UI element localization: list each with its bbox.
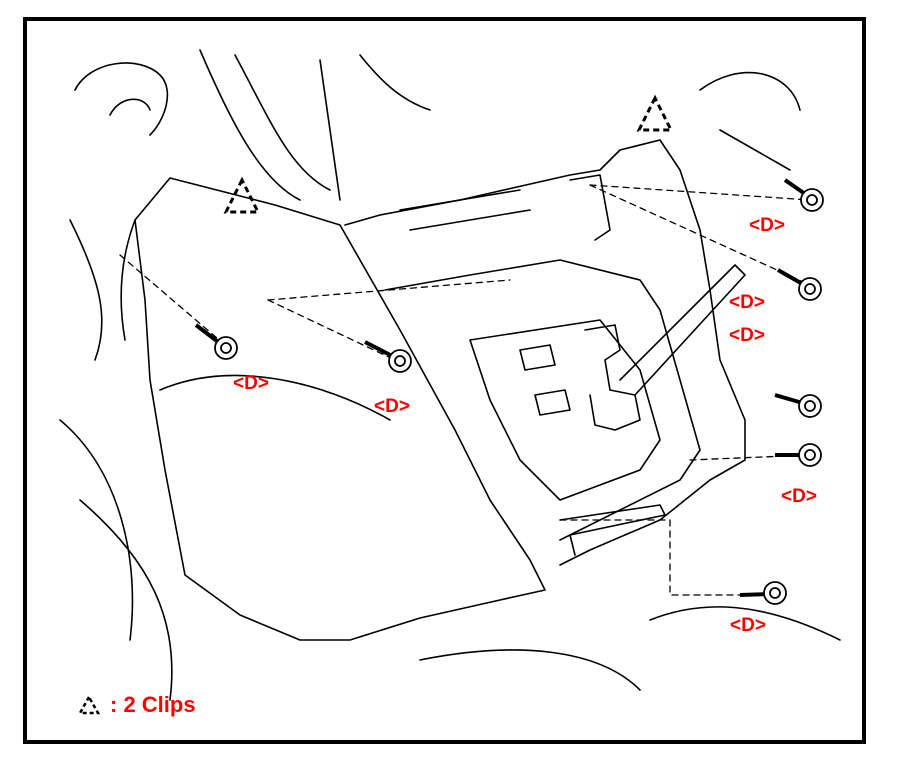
bolt-icon — [783, 178, 824, 212]
rear-bracket — [559, 504, 666, 556]
bg-curve-6 — [359, 54, 431, 111]
bolt-label-d: <D> — [729, 292, 765, 313]
leader-2 — [267, 299, 396, 361]
console-inner — [384, 259, 701, 541]
bolt-label-d: <D> — [374, 396, 410, 417]
shift-lever — [619, 264, 746, 396]
bg-curve-2 — [109, 98, 151, 116]
bg-curve-13 — [79, 499, 173, 701]
tray — [469, 319, 661, 501]
bolt-icon — [194, 323, 238, 360]
leader-7 — [559, 519, 771, 596]
legend-text: : 2 Clips — [110, 692, 196, 717]
leader-5 — [589, 184, 811, 201]
bg-curve-1 — [74, 62, 169, 136]
bg-curve-12 — [419, 649, 641, 691]
leader-1 — [119, 254, 226, 346]
leader-4 — [589, 184, 811, 286]
bolt-icon — [774, 393, 822, 418]
side-panel — [134, 177, 546, 641]
side-panel-edge — [120, 219, 136, 341]
bolt-label-d: <D> — [729, 325, 765, 346]
rod-1 — [399, 189, 521, 211]
bolt-label-d: <D> — [749, 215, 785, 236]
bg-curve-4 — [234, 54, 331, 191]
tray-slot-1 — [519, 344, 556, 371]
legend: : 2 Clips — [78, 692, 196, 718]
dashed-triangle-icon — [78, 695, 100, 715]
bg-curve-10 — [59, 419, 134, 641]
bg-curve-5 — [319, 59, 341, 201]
bolt-icon — [739, 581, 787, 605]
bg-curve-7 — [699, 71, 801, 111]
side-panel-fold — [159, 374, 391, 421]
rod-2 — [409, 209, 531, 231]
bolt-icon — [364, 340, 412, 373]
bolt-icon — [775, 443, 822, 467]
bg-curve-11 — [649, 606, 841, 641]
bg-curve-8 — [719, 129, 791, 171]
clip-triangle-icon-2 — [636, 94, 674, 132]
bracket — [569, 174, 611, 241]
bolt-label-d: <D> — [781, 486, 817, 507]
bolt-label-d: <D> — [233, 373, 269, 394]
console-frame — [344, 139, 746, 566]
leader-3 — [267, 279, 511, 301]
diagram-frame — [23, 17, 866, 744]
bg-curve-3 — [199, 49, 301, 201]
bolt-icon — [777, 268, 822, 301]
bolt-label-d: <D> — [730, 615, 766, 636]
tray-slot-2 — [534, 389, 571, 416]
shifter-gate — [584, 324, 641, 431]
clip-triangle-icon-1 — [223, 176, 261, 214]
bg-curve-9 — [69, 219, 103, 361]
